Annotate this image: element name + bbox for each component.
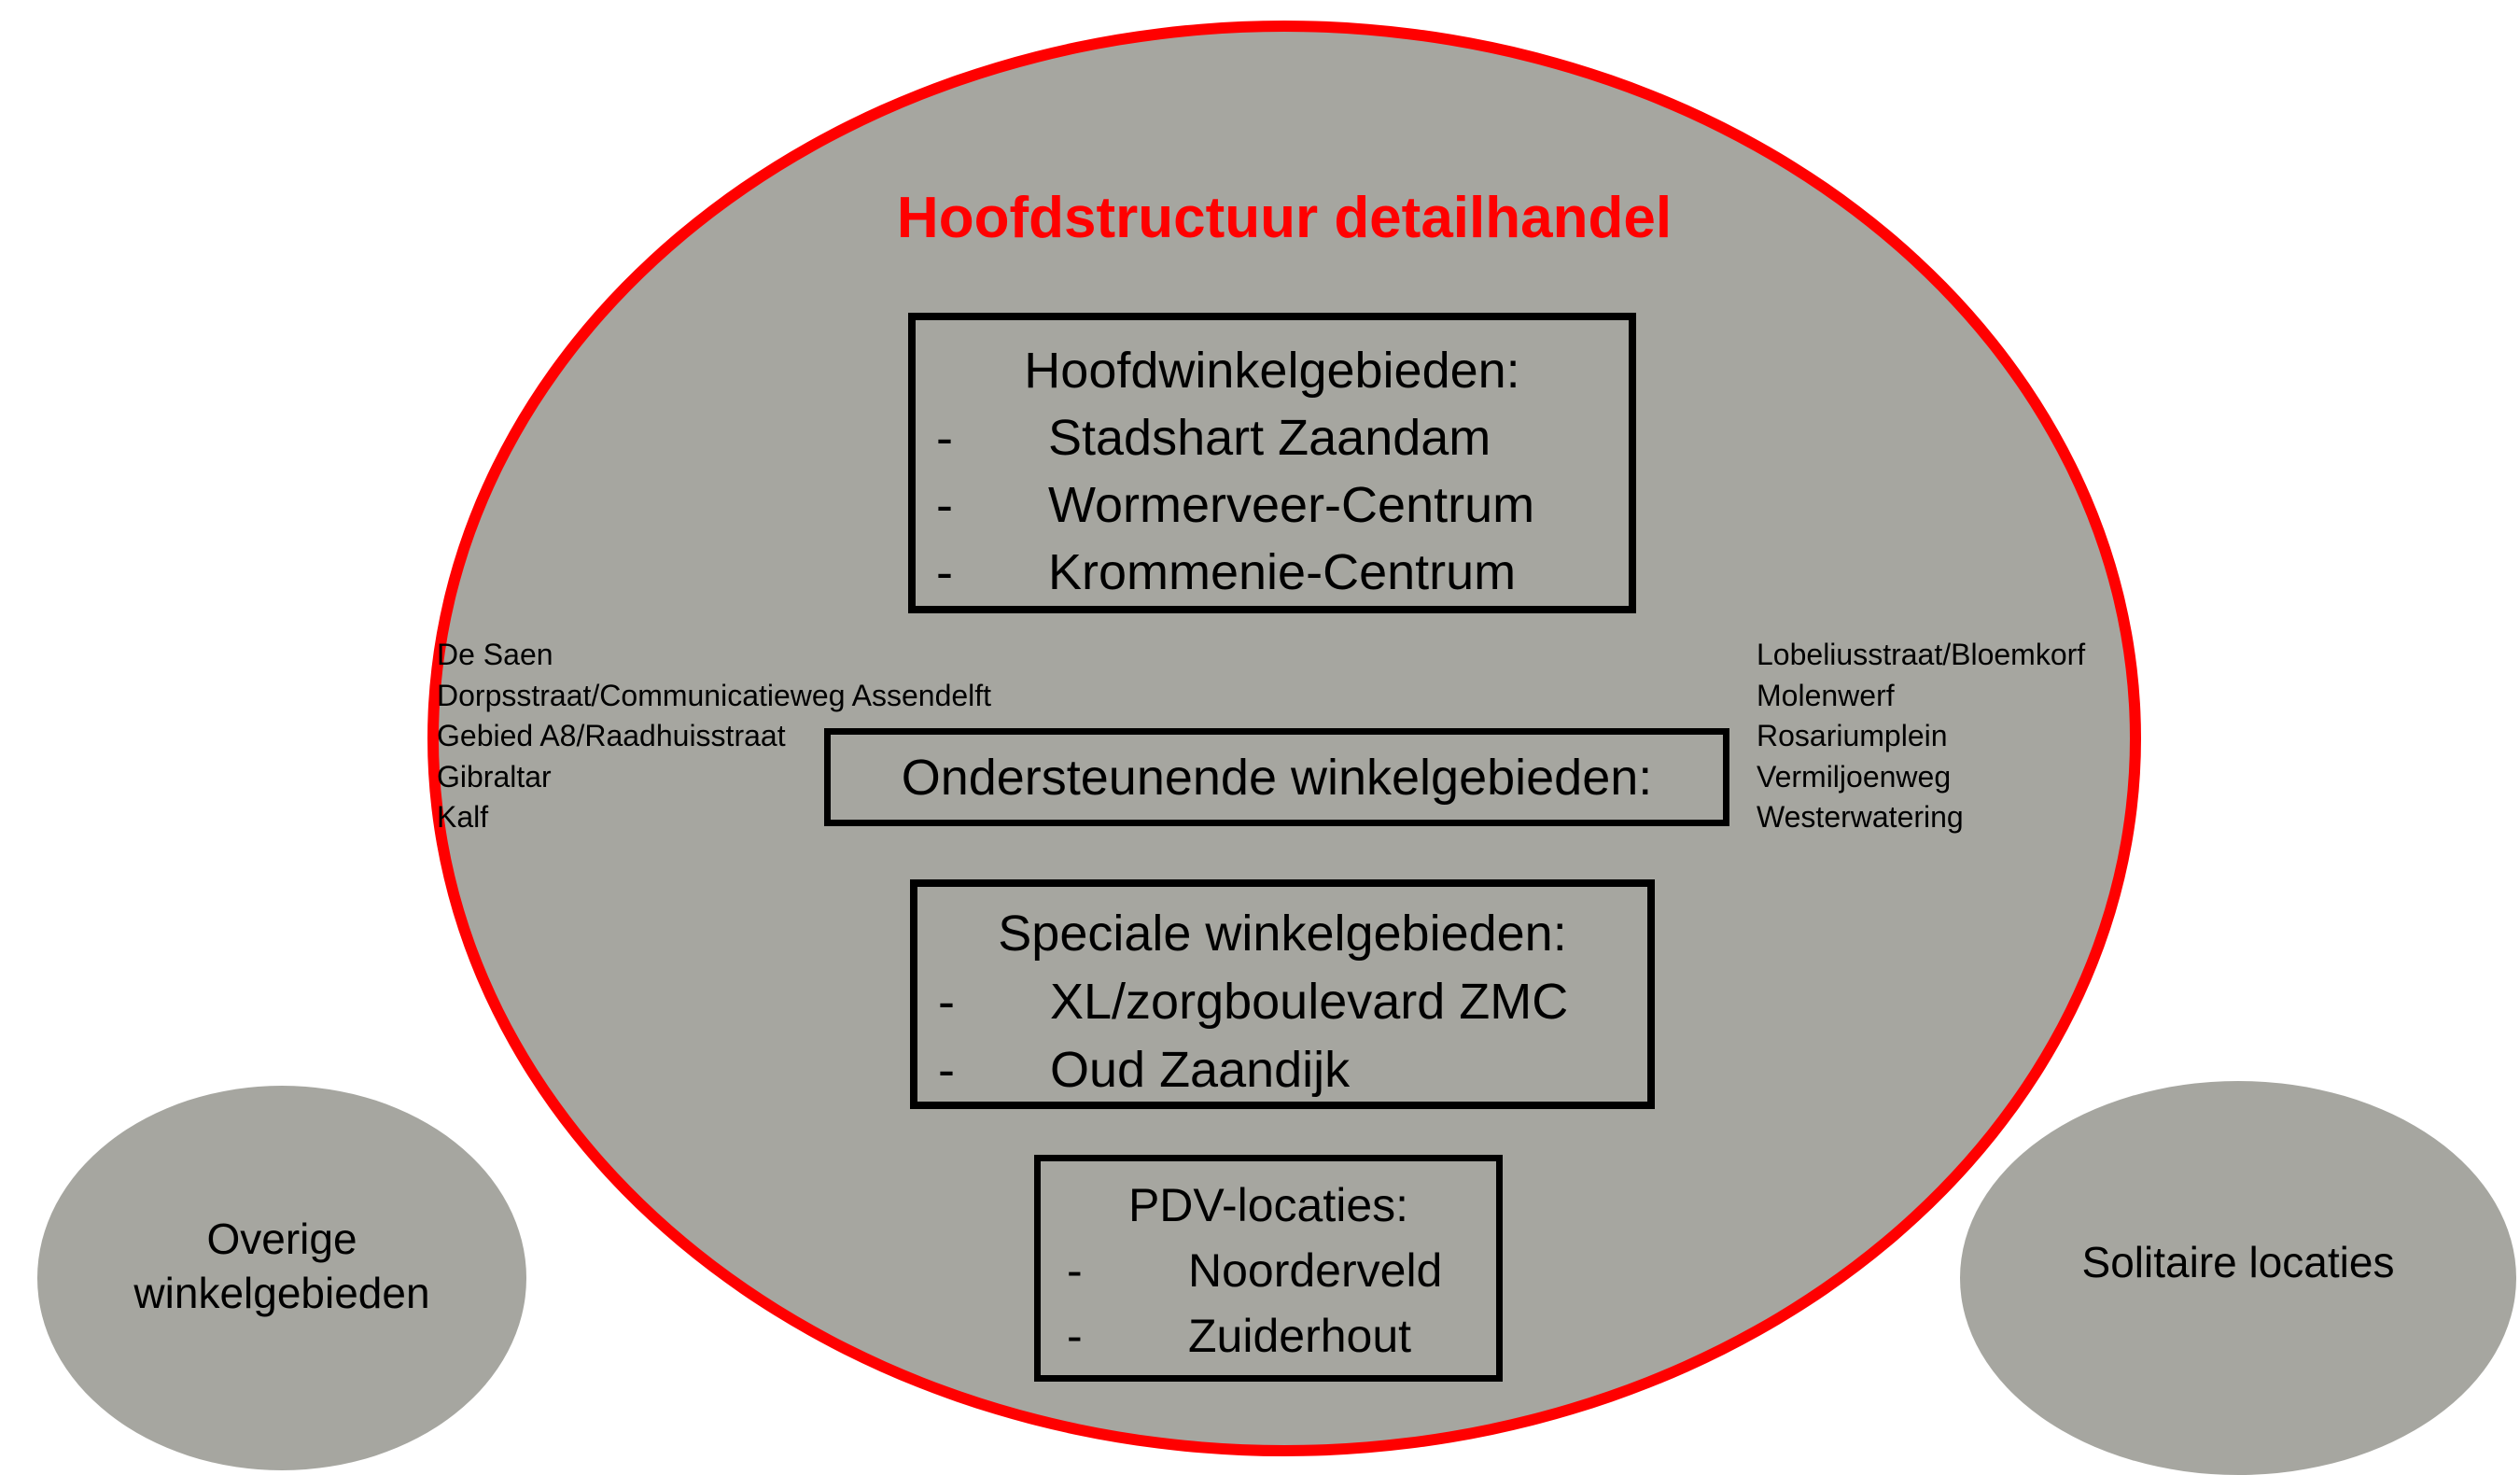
bullet-item-label: Wormerveer-Centrum [1048, 477, 1535, 533]
bullet-dash: - [1067, 1244, 1083, 1297]
ellipse-solitaire-label: Solitaire locaties [2081, 1238, 2395, 1286]
bullet-item: - Noorderveld [1041, 1238, 1496, 1303]
bullet-dash: - [936, 477, 953, 533]
list-item: Vermiljoenweg [1757, 759, 1952, 794]
ellipse-overige-label-line2: winkelgebieden [133, 1269, 430, 1317]
bullet-item: - Zuiderhout [1041, 1303, 1496, 1369]
ellipse-overige-label-line1: Overige [206, 1215, 357, 1263]
bullet-item-label: Zuiderhout [1188, 1310, 1412, 1362]
list-item: De Saen [437, 638, 553, 671]
bullet-item-label: Krommenie-Centrum [1048, 544, 1517, 600]
bullet-item: - XL/zorgboulevard ZMC [917, 968, 1647, 1036]
right-location-list: Lobeliusstraat/Bloemkorf Molenwerf Rosar… [1757, 635, 2085, 838]
bullet-item: - Oud Zaandijk [917, 1036, 1647, 1104]
list-item: Westerwatering [1757, 800, 1964, 834]
box-pdv: PDV-locaties: - Noorderveld - Zuiderhout [1034, 1155, 1503, 1382]
list-item: Molenwerf [1757, 678, 1895, 712]
bullet-dash: - [1067, 1310, 1083, 1362]
box-speciale-title: Speciale winkelgebieden: [998, 906, 1567, 962]
bullet-item-label: Stadshart Zaandam [1048, 410, 1491, 466]
box-ondersteunende-title: Ondersteunende winkelgebieden: [901, 749, 1653, 806]
diagram-title: Hoofdstructuur detailhandel [896, 186, 1673, 250]
list-item: Rosariumplein [1757, 719, 1948, 752]
bullet-item-label: XL/zorgboulevard ZMC [1050, 974, 1569, 1030]
bullet-item-label: Noorderveld [1188, 1244, 1443, 1297]
box-hoofdwinkelgebieden-title: Hoofdwinkelgebieden: [1024, 343, 1520, 399]
bullet-item: - Wormerveer-Centrum [916, 471, 1629, 539]
bullet-item: - Krommenie-Centrum [916, 539, 1629, 606]
bullet-item-label: Oud Zaandijk [1050, 1042, 1351, 1098]
bullet-dash: - [936, 410, 953, 466]
ellipse-overige-winkelgebieden: Overige winkelgebieden [37, 1086, 526, 1470]
list-item: Kalf [437, 800, 489, 834]
list-item: Lobeliusstraat/Bloemkorf [1757, 638, 2086, 671]
bullet-dash: - [938, 974, 955, 1030]
box-pdv-title: PDV-locaties: [1127, 1179, 1409, 1231]
bullet-dash: - [938, 1042, 955, 1098]
list-item: Gebied A8/Raadhuisstraat [437, 719, 786, 752]
bullet-item: - Stadshart Zaandam [916, 404, 1629, 471]
list-item: Dorpsstraat/Communicatieweg Assendelft [437, 678, 992, 712]
left-location-list: De Saen Dorpsstraat/Communicatieweg Asse… [437, 635, 991, 838]
ellipse-solitaire-locaties: Solitaire locaties [1960, 1081, 2516, 1475]
box-hoofdwinkelgebieden: Hoofdwinkelgebieden: - Stadshart Zaandam… [908, 313, 1636, 613]
box-ondersteunende: Ondersteunende winkelgebieden: [824, 728, 1729, 826]
box-speciale: Speciale winkelgebieden: - XL/zorgboulev… [910, 879, 1655, 1109]
bullet-dash: - [936, 544, 953, 600]
list-item: Gibraltar [437, 759, 552, 794]
